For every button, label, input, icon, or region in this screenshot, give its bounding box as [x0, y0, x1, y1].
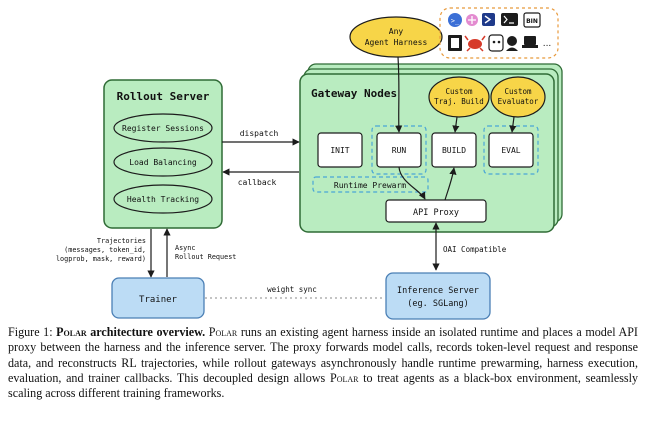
polar-name: Polar: [208, 325, 238, 339]
proxy-to-build-edge: [444, 167, 457, 201]
figure-label: Figure 1:: [8, 325, 53, 339]
traj-line3: logprob, mask, reward): [56, 255, 146, 263]
eval-label: EVAL: [501, 146, 520, 155]
build-label: BUILD: [442, 146, 466, 155]
crab-icon: [464, 35, 486, 52]
callback-label: callback: [238, 178, 277, 187]
inference-line2: (eg. SGLang): [407, 299, 468, 309]
custom-evaluator-line2: Evaluator: [498, 97, 539, 106]
oai-edge: OAI Compatible: [432, 222, 507, 271]
health-tracking-node: Health Tracking: [113, 184, 213, 214]
trajectories-edge: Trajectories (messages, token_id, logpro…: [56, 229, 155, 278]
more-icons: ...: [543, 39, 552, 49]
custom-evaluator-node: [490, 76, 546, 118]
run-label: RUN: [392, 146, 407, 155]
caption-part2: to treat agents as a black-box environme…: [8, 370, 639, 401]
openhands-icon: [466, 14, 478, 26]
async-line2: Rollout Request: [175, 253, 236, 261]
inference-line1: Inference Server: [397, 286, 479, 296]
runtime-prewarm-label: Runtime Prewarm: [334, 181, 406, 190]
build-stage: [431, 132, 477, 168]
register-sessions-label: Register Sessions: [122, 124, 204, 133]
traj-line2: (messages, token_id,: [64, 246, 146, 254]
register-sessions-node: Register Sessions: [113, 113, 213, 143]
traj-line1: Trajectories: [97, 237, 146, 245]
custom-evaluator-line1: Custom: [504, 87, 532, 96]
agent-char-icon: [488, 34, 504, 52]
bin-icon: BIN: [523, 12, 541, 28]
custom-build-line1: Custom: [445, 87, 473, 96]
terminal-icon: [501, 13, 518, 26]
health-tracking-label: Health Tracking: [127, 195, 199, 204]
caption-title: architecture overview.: [90, 325, 206, 339]
run-to-proxy-edge: [398, 166, 426, 200]
async-rollout-edge: Async Rollout Request: [163, 228, 236, 277]
load-balancing-label: Load Balancing: [129, 158, 197, 167]
rollout-server-title: Rollout Server: [117, 90, 210, 103]
laptop-icon: [522, 36, 538, 48]
dispatch-label: dispatch: [240, 129, 279, 138]
api-proxy-box: [385, 199, 487, 223]
rollout-server: Rollout Server Register Sessions Load Ba…: [103, 79, 223, 229]
polar-name-2: Polar: [329, 370, 359, 385]
powershell-icon: [482, 13, 495, 26]
api-proxy-label: API Proxy: [413, 208, 459, 218]
dispatch-edge: dispatch: [222, 129, 300, 146]
custom-build-node: [428, 76, 490, 118]
weight-sync-label: weight sync: [267, 285, 317, 294]
gateway-title: Gateway Nodes: [311, 87, 397, 100]
trainer-label: Trainer: [139, 295, 178, 305]
init-label: INIT: [330, 146, 349, 155]
inference-server-node: Inference Server (eg. SGLang): [385, 272, 491, 320]
harness-icons: >_ BIN: [439, 7, 559, 59]
svg-text:>_: >_: [451, 17, 460, 25]
callback-edge: callback: [222, 168, 299, 187]
architecture-diagram: Rollout Server Register Sessions Load Ba…: [56, 7, 563, 320]
polar-name-bold: Polar: [56, 325, 87, 339]
notebook-icon: [448, 35, 462, 51]
agent-harness-line1: Any: [389, 27, 404, 36]
load-balancing-node: Load Balancing: [113, 147, 213, 177]
runtime-prewarm-box: [312, 176, 429, 193]
custom-build-line2: Traj. Build: [434, 97, 484, 106]
claude-code-icon: >_: [448, 13, 462, 27]
agent-harness-node: Any Agent Harness: [349, 16, 443, 58]
custom-eval-to-eval-edge: [509, 116, 517, 133]
robot-icon: [506, 36, 518, 51]
init-stage: [317, 132, 363, 168]
harness-to-run-edge: [395, 56, 403, 133]
caption-part1: runs an existing agent harness inside an…: [8, 325, 638, 385]
oai-label: OAI Compatible: [443, 245, 507, 254]
gateway-nodes: Gateway Nodes Runtime Prewarm INIT RUN B…: [299, 63, 563, 233]
agent-harness-line2: Agent Harness: [365, 38, 428, 47]
svg-text:BIN: BIN: [526, 18, 538, 25]
custom-build-to-build-edge: [452, 116, 460, 133]
trainer-node: Trainer: [111, 277, 205, 319]
async-line1: Async: [175, 244, 195, 252]
figure-caption: Figure 1: Polar architecture overview. P…: [8, 325, 638, 401]
weight-sync-edge: weight sync: [205, 285, 385, 299]
eval-stage: [488, 132, 534, 168]
